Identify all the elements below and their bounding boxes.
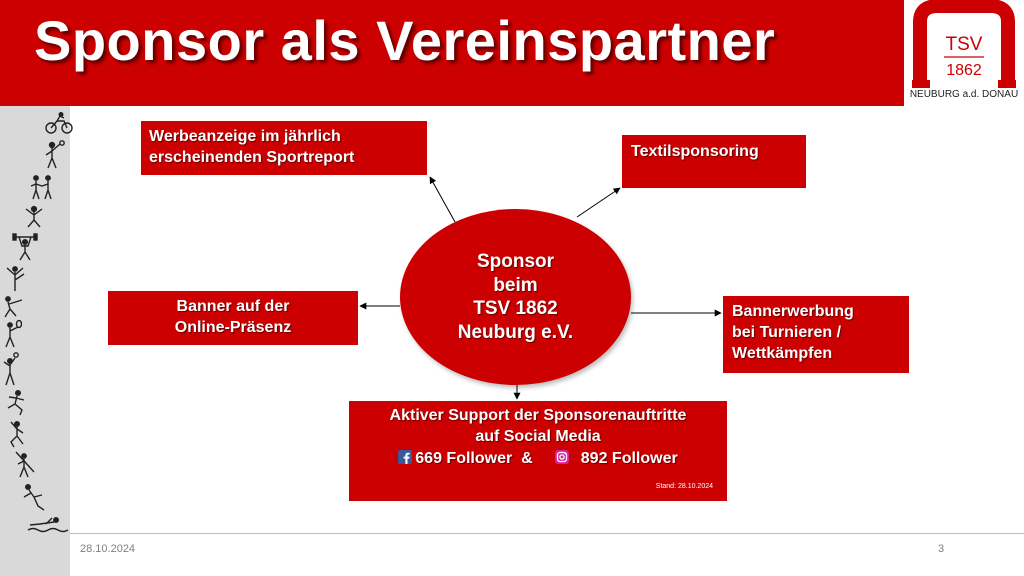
cyclist-icon <box>45 112 73 134</box>
ballet-icon <box>6 266 25 291</box>
fencer-icon <box>4 296 23 318</box>
node-turnier-banner: Bannerwerbung bei Turnieren / Wettkämpfe… <box>723 296 909 373</box>
logo-subtitle: NEUBURG a.d. DONAU <box>909 89 1019 100</box>
weightlifter-icon <box>12 233 38 261</box>
center-line: Sponsor <box>476 251 555 272</box>
node-turniere-line: Bannerwerbung <box>732 303 854 320</box>
arrow-to-werbeanzeige <box>429 176 456 223</box>
basketball-icon <box>45 140 65 169</box>
instagram-follower-count: 892 Follower <box>580 450 678 467</box>
center-line: TSV 1862 <box>473 298 558 319</box>
center-line: Neuburg e.V. <box>457 321 574 343</box>
node-social-line: auf Social Media <box>475 428 601 445</box>
node-textil-line: Textilsponsoring <box>631 143 759 160</box>
page-number: 3 <box>938 543 945 555</box>
runner-icon <box>7 390 25 416</box>
high-jump-icon <box>23 484 45 511</box>
volleyball-icon <box>3 352 19 386</box>
node-textilsponsoring: Textilsponsoring <box>622 135 806 188</box>
node-social-line: Aktiver Support der Sponsorenauftritte <box>389 407 687 424</box>
node-turniere-line: bei Turnieren / <box>732 324 842 341</box>
sports-sidebar <box>0 106 73 576</box>
node-werbeanzeige: Werbeanzeige im jährlich erscheinenden S… <box>141 121 427 175</box>
tennis-icon <box>5 320 22 348</box>
center-node-sponsor: Sponsor beim TSV 1862 Neuburg e.V. <box>400 209 631 385</box>
node-online-banner: Banner auf der Online-Präsenz <box>108 291 358 345</box>
footer-date: 28.10.2024 <box>80 543 136 555</box>
logo-year-text: 1862 <box>946 62 982 79</box>
node-banner-line: Banner auf der <box>176 298 290 315</box>
climber-icon <box>10 421 24 448</box>
swimmer-icon <box>27 517 69 533</box>
gymnast-icon <box>25 205 43 228</box>
node-werbeanzeige-line: erscheinenden Sportreport <box>149 149 355 166</box>
club-logo-mark: TSV 1862 <box>912 0 1016 88</box>
node-banner-line: Online-Präsenz <box>174 319 292 336</box>
node-werbeanzeige-line: Werbeanzeige im jährlich <box>149 128 341 145</box>
node-social-support: Aktiver Support der Sponsorenauftritte a… <box>349 401 727 501</box>
footer-divider <box>70 533 1024 534</box>
follower-separator: & <box>521 450 533 467</box>
center-line: beim <box>493 274 538 296</box>
follower-row: 669 Follower & 892 Follower <box>349 448 727 469</box>
slide-title: Sponsor als Vereinspartner <box>34 9 776 72</box>
stand-date: Stand: 28.10.2024 <box>655 483 713 490</box>
javelin-icon <box>15 451 35 478</box>
instagram-icon <box>554 450 569 464</box>
arrow-to-textil <box>576 187 621 218</box>
logo-club-text: TSV <box>946 34 983 55</box>
facebook-icon <box>398 450 413 464</box>
club-logo: TSV 1862 NEUBURG a.d. DONAU <box>904 0 1024 106</box>
facebook-follower-count: 669 Follower <box>415 450 513 467</box>
node-turniere-line: Wettkämpfen <box>732 345 833 362</box>
dancers-icon <box>30 175 52 200</box>
title-bar: Sponsor als Vereinspartner <box>0 0 1024 106</box>
